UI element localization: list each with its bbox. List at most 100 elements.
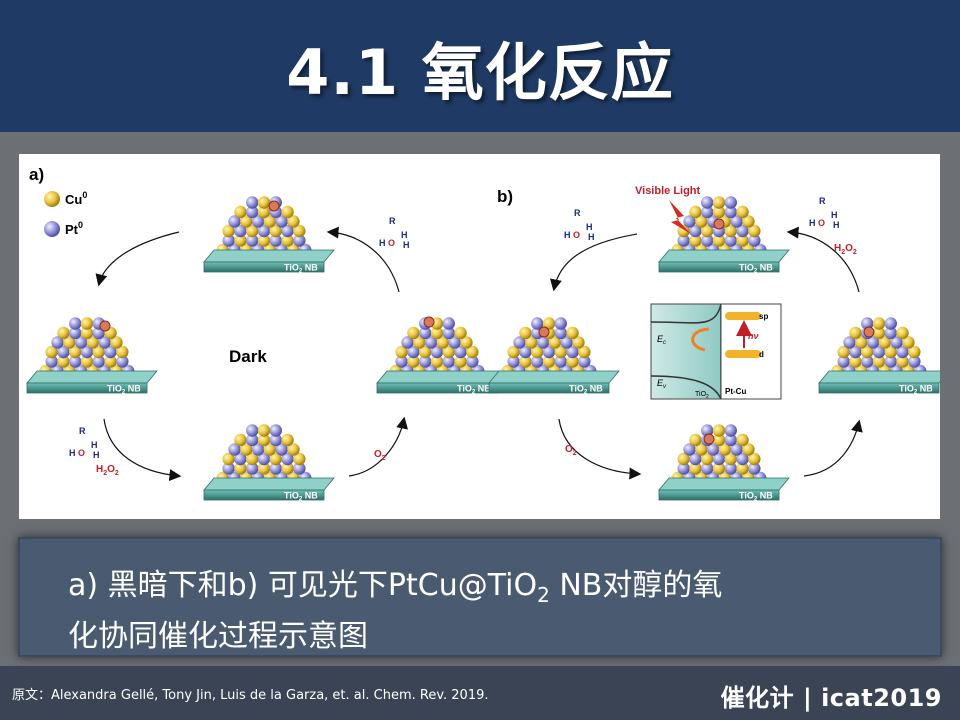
- band-ev: Ev: [657, 378, 667, 390]
- substrate-front: [26, 382, 148, 394]
- pt-atom: [234, 452, 247, 466]
- pt-atom: [228, 443, 241, 456]
- cu-atom: [736, 205, 749, 219]
- pt-atom: [442, 355, 455, 368]
- cycle-arrow: [95, 231, 180, 287]
- cu-atom: [407, 326, 420, 340]
- substrate-label: TiO2 NB: [284, 491, 318, 503]
- o2-label-b: O2: [565, 444, 577, 457]
- slide-title: 4.1 氧化反应: [286, 36, 674, 109]
- substrate-front: [658, 261, 780, 273]
- pt-atom: [554, 355, 567, 368]
- atom-label: H: [403, 240, 410, 250]
- pt-atom: [407, 345, 420, 359]
- oxygen-atom: [99, 320, 111, 332]
- cu-atom: [454, 326, 467, 340]
- pt-atom: [748, 462, 761, 475]
- cu-atom: [712, 205, 726, 219]
- cycle-arrow: [558, 418, 642, 480]
- ptcu-nanoparticle: [671, 424, 767, 485]
- tio2-substrate: TiO2 NB: [203, 249, 335, 275]
- cu-atom: [712, 462, 726, 475]
- cu-atom: [92, 345, 105, 359]
- cu-atom: [849, 355, 862, 368]
- pt-atom: [724, 234, 737, 247]
- pt-atom: [701, 462, 714, 475]
- pt-atom: [884, 355, 897, 368]
- pt-atom: [724, 462, 737, 475]
- cu-atom: [222, 224, 235, 238]
- atom-label: R: [819, 196, 826, 206]
- pt-atom: [519, 345, 532, 359]
- cu-atom: [908, 345, 921, 359]
- cu-atom: [861, 345, 874, 359]
- cu-atom: [548, 336, 562, 349]
- pt-atom: [683, 215, 696, 228]
- pt-atom: [251, 443, 265, 456]
- cu-atom: [572, 336, 585, 349]
- substrate-front: [488, 382, 610, 394]
- pt-atom: [419, 326, 432, 340]
- pt-atom: [466, 355, 479, 368]
- cu-atom: [45, 345, 58, 359]
- cu-atom: [407, 355, 420, 368]
- oxygen-atom: [713, 218, 725, 230]
- pt-atom: [542, 345, 556, 359]
- pt-atom: [884, 326, 897, 340]
- substrate-label: TiO2 NB: [107, 384, 141, 396]
- pt-atom: [98, 336, 111, 349]
- pt-atom: [677, 462, 690, 475]
- oxygen-atom: [703, 433, 715, 445]
- legend-pt: Pt0: [65, 220, 83, 237]
- cycle-arrow: [103, 418, 182, 482]
- cu-atom: [240, 215, 253, 228]
- pt-atom: [837, 355, 850, 368]
- pt-atom: [566, 345, 579, 359]
- cu-atom: [436, 336, 450, 349]
- pt-atom: [748, 234, 761, 247]
- pt-atom: [849, 345, 862, 359]
- substrate-top: [488, 370, 620, 384]
- pt-atom: [92, 355, 105, 368]
- atom-label: O: [78, 448, 85, 458]
- cu-atom: [263, 215, 277, 228]
- pt-atom: [513, 336, 526, 349]
- ptcu-nanoparticle: [216, 196, 312, 257]
- pt-atom: [80, 345, 94, 359]
- band-tio2: TiO2: [695, 391, 709, 400]
- cu-atom: [86, 336, 100, 349]
- tio2-substrate: TiO2 NB: [658, 249, 790, 275]
- pt-atom: [246, 424, 259, 437]
- cu-atom: [257, 205, 271, 219]
- substrate-top: [203, 249, 335, 263]
- pt-atom: [701, 205, 714, 219]
- cu-atom: [257, 234, 271, 247]
- pt-atom: [281, 452, 294, 466]
- atom-label: O: [388, 238, 395, 248]
- h2o2-label-b: H2O2: [834, 243, 857, 256]
- tio2-substrate: TiO2 NB: [818, 370, 940, 396]
- cu-atom: [80, 326, 94, 340]
- pt-atom: [730, 443, 743, 456]
- cu-atom: [287, 215, 300, 228]
- substrate-top: [658, 477, 790, 491]
- pt-atom: [430, 345, 444, 359]
- cu-atom: [246, 452, 259, 466]
- pt-atom: [724, 424, 737, 437]
- cu-atom: [566, 355, 579, 368]
- cu-atom: [413, 336, 426, 349]
- pt-atom: [448, 336, 461, 349]
- cu-atom: [748, 224, 761, 238]
- ptcu-nanoparticle: [671, 196, 767, 257]
- cu-atom: [263, 443, 277, 456]
- cu-atom: [742, 443, 755, 456]
- band-sp: sp: [759, 312, 768, 321]
- pt-atom: [724, 205, 737, 219]
- cu-atom: [531, 345, 544, 359]
- pt-atom: [701, 424, 714, 437]
- pt-atom: [424, 336, 438, 349]
- cu-atom: [695, 215, 708, 228]
